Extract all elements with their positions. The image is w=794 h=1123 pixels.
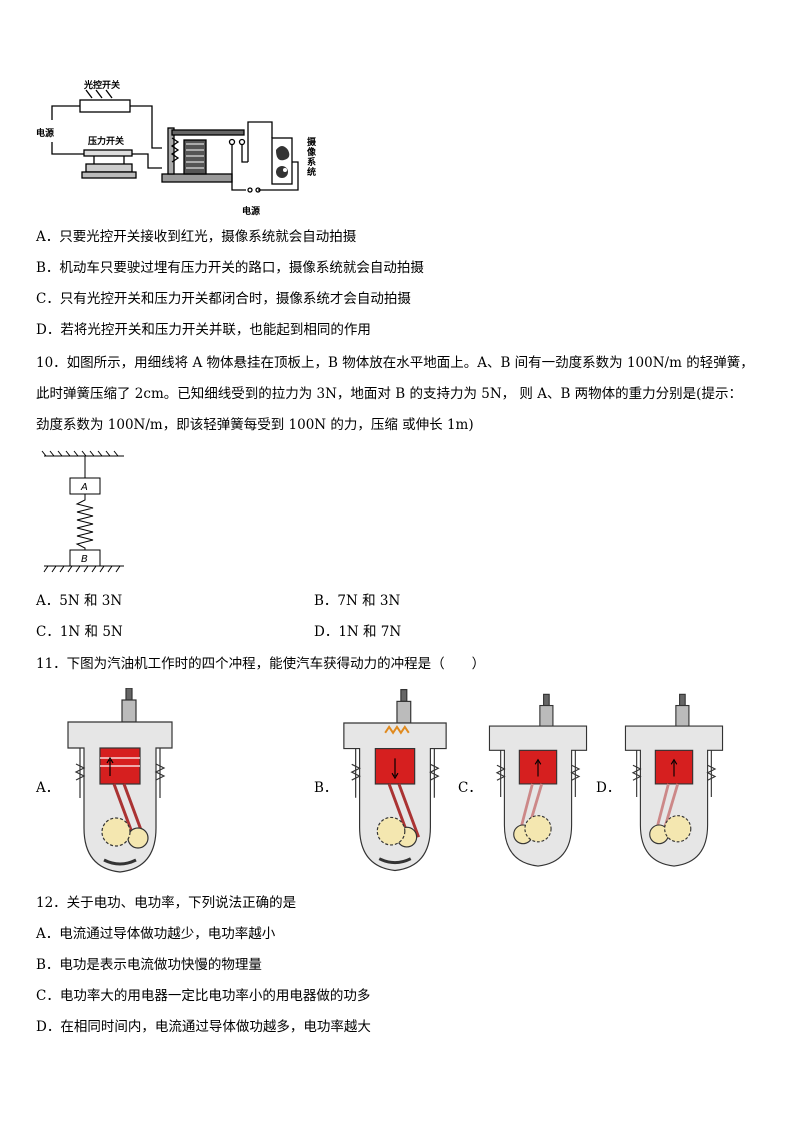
q10-option-a: A．5N 和 3N [36, 593, 123, 609]
engine-stroke-a [67, 688, 173, 873]
q12-option-a: A．电流通过导体做功越少，电功率越小 [36, 926, 276, 942]
q10-option-b: B．7N 和 3N [314, 593, 401, 609]
q10-option-c: C．1N 和 5N [36, 624, 123, 640]
q10-line-3: 劲度系数为 100N/m，即该轻弹簧每受到 100N 的力，压缩 或伸长 1m) [36, 417, 474, 433]
relay-circuit-diagram: 光控开关 电源 压力开关 电源 [36, 79, 299, 217]
power-bottom-label: 电源 [242, 205, 260, 217]
q12-option-d: D．在相同时间内，电流通过导体做功越多，电功率越大 [36, 1019, 371, 1035]
q11-label-a: A． [36, 780, 60, 796]
engine-stroke-d [624, 693, 724, 867]
light-switch-label: 光控开关 [83, 79, 120, 91]
block-b-label: B [81, 554, 88, 565]
camera-system-label: 摄像系统 [307, 138, 317, 178]
q9-option-a: A．只要光控开关接收到红光，摄像系统就会自动拍摄 [36, 229, 357, 245]
q10-line-1: 10．如图所示，用细线将 A 物体悬挂在顶板上，B 物体放在水平地面上。A、B … [36, 355, 754, 371]
spring-diagram: A B [41, 450, 124, 573]
q10-option-d: D．1N 和 7N [314, 624, 402, 640]
block-a-label: A [80, 482, 88, 493]
q11-label-d: D． [596, 780, 621, 796]
q10-line-2: 此时弹簧压缩了 2cm。已知细线受到的拉力为 3N，地面对 B 的支持力为 5N… [36, 386, 742, 402]
q9-option-b: B．机动车只要驶过埋有压力开关的路口，摄像系统就会自动拍摄 [36, 260, 424, 276]
q11-label-b: B． [314, 780, 338, 796]
q9-option-c: C．只有光控开关和压力开关都闭合时，摄像系统才会自动拍摄 [36, 291, 411, 307]
engine-stroke-b [343, 688, 447, 872]
q12-question: 12．关于电功、电功率，下列说法正确的是 [36, 895, 297, 911]
q11-label-c: C． [458, 780, 482, 796]
q12-option-c: C．电功率大的用电器一定比电功率小的用电器做的功多 [36, 988, 371, 1004]
engine-stroke-c [488, 693, 588, 867]
power-left-label: 电源 [36, 127, 54, 139]
pressure-switch-label: 压力开关 [88, 135, 124, 147]
q12-option-b: B．电功是表示电流做功快慢的物理量 [36, 957, 262, 973]
q9-option-d: D．若将光控开关和压力开关并联，也能起到相同的作用 [36, 322, 371, 338]
q11-question: 11．下图为汽油机工作时的四个冲程，能使汽车获得动力的冲程是（ ） [36, 656, 486, 672]
